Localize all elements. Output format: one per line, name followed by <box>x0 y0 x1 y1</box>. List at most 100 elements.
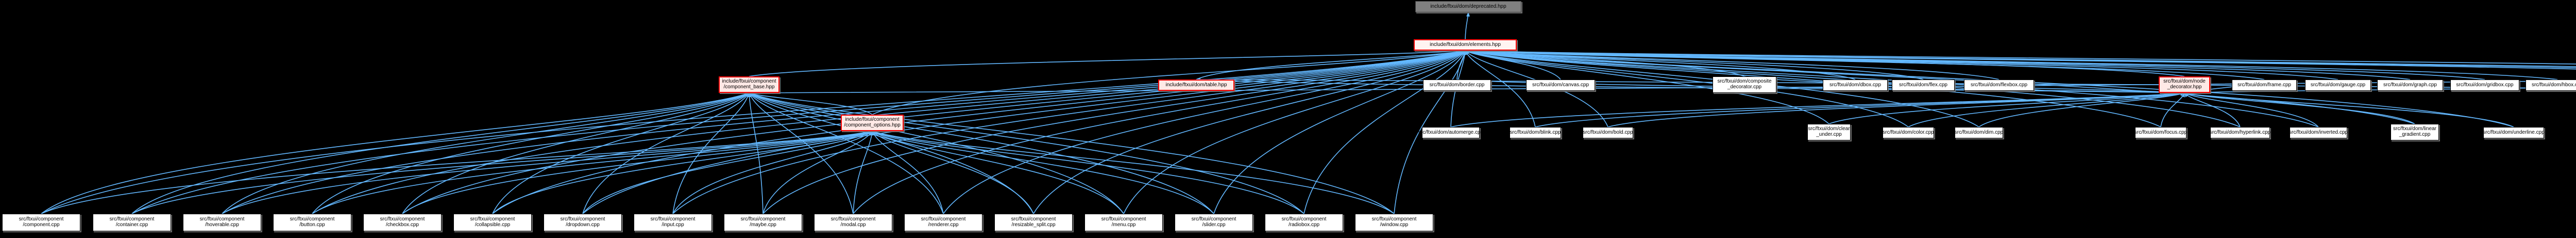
graph-node-comp_slider[interactable]: src/ftxui/component /slider.cpp <box>1175 214 1253 231</box>
graph-node-table[interactable]: include/ftxui/dom/table.hpp <box>1158 80 1234 91</box>
graph-node-dom_composite[interactable]: src/ftxui/dom/composite _decorator.cpp <box>1713 76 1776 93</box>
edge-comp_renderer-to-component_base <box>749 92 944 214</box>
edge-comp_input-to-elements <box>672 50 1466 214</box>
graph-node-dom_automerge[interactable]: src/ftxui/dom/automerge.cpp <box>1418 127 1483 138</box>
edge-comp_menu-to-component_base <box>749 92 1124 214</box>
edge-elements-to-deprecated <box>1465 12 1470 40</box>
edge-dom_reflect-to-elements <box>1465 49 2576 69</box>
edge-comp_button-to-elements <box>312 50 1466 214</box>
edge-comp_slider-to-component_options <box>872 131 1214 214</box>
edge-comp_collapsible-to-component_options <box>492 131 873 214</box>
edge-comp_dropdown-to-elements <box>582 50 1466 214</box>
edge-screen_interactive-to-elements <box>1465 49 2576 65</box>
graph-node-comp_hoverable[interactable]: src/ftxui/component /hoverable.cpp <box>183 214 261 231</box>
edge-comp_menu-to-component_options <box>872 131 1124 214</box>
graph-node-dom_bold[interactable]: src/ftxui/dom/bold.cpp <box>1583 127 1633 138</box>
edge-dom_hyperlink-to-node_decorator <box>2184 92 2241 128</box>
edge-table-to-elements <box>1196 50 1466 80</box>
graph-node-dom_underline[interactable]: src/ftxui/dom/underline.cpp <box>2483 127 2545 138</box>
edge-comp_container-to-elements <box>131 50 1466 214</box>
edge-dom_color-to-node_decorator <box>1908 92 2185 128</box>
edge-dom_graph-to-elements <box>1465 49 2411 80</box>
edge-dom_hbox-to-elements <box>1465 49 2558 80</box>
graph-node-dom_frame[interactable]: src/ftxui/dom/frame.cpp <box>2232 80 2297 91</box>
graph-node-component_base[interactable]: include/ftxui/component /component_base.… <box>719 76 779 93</box>
graph-node-dom_hyperlink[interactable]: src/ftxui/dom/hyperlink.cpp <box>2210 127 2270 138</box>
graph-node-comp_window[interactable]: src/ftxui/component /window.cpp <box>1355 214 1433 231</box>
graph-node-comp_renderer[interactable]: src/ftxui/component /renderer.cpp <box>904 214 982 231</box>
edge-comp_maybe-to-component_options <box>762 131 873 214</box>
edge-comp_maybe-to-component_base <box>747 92 764 214</box>
edge-component_base-to-elements <box>749 49 1466 77</box>
graph-node-dom_color[interactable]: src/ftxui/dom/color.cpp <box>1883 127 1934 138</box>
graph-node-deprecated[interactable]: include/ftxui/dom/deprecated.hpp <box>1415 1 1521 12</box>
graph-node-comp_collapsible[interactable]: src/ftxui/component /collapsible.cpp <box>453 214 532 231</box>
graph-node-comp_checkbox[interactable]: src/ftxui/component /checkbox.cpp <box>363 214 442 231</box>
edge-comp_radiobox-to-component_base <box>749 92 1304 214</box>
graph-node-dom_clear_under[interactable]: src/ftxui/dom/clear _under.cpp <box>1807 124 1851 140</box>
edge-comp_radiobox-to-component_options <box>872 131 1304 214</box>
graph-node-dom_canvas[interactable]: src/ftxui/dom/canvas.cpp <box>1526 80 1595 91</box>
graph-node-comp_button[interactable]: src/ftxui/component /button.cpp <box>273 214 351 231</box>
edge-dom_blink-to-node_decorator <box>1535 91 2185 128</box>
graph-node-dom_inverted[interactable]: src/ftxui/dom/inverted.cpp <box>2289 127 2348 138</box>
edge-comp_button-to-component_base <box>312 92 750 214</box>
graph-node-dom_hbox[interactable]: src/ftxui/dom/hbox.cpp <box>2526 80 2576 91</box>
edge-comp_slider-to-component_base <box>749 92 1214 214</box>
edge-comp_renderer-to-component_options <box>872 131 944 214</box>
graph-node-component_options[interactable]: include/ftxui/component /component_optio… <box>841 115 904 131</box>
edge-dom_flex-to-elements <box>1465 49 1924 80</box>
edge-dom_paragraph-to-elements <box>1465 49 2576 70</box>
graph-node-comp_radiobox[interactable]: src/ftxui/component /radiobox.cpp <box>1265 214 1343 231</box>
graph-node-dom_linear_gradient[interactable]: src/ftxui/dom/linear _gradient.cpp <box>2391 124 2439 140</box>
edge-table-to-node_decorator <box>1196 79 2185 95</box>
edge-comp_window-to-component_base <box>749 92 1395 214</box>
graph-node-dom_focus[interactable]: src/ftxui/dom/focus.cpp <box>2134 127 2187 138</box>
edge-component_options-to-component_base <box>749 92 873 115</box>
graph-node-comp_component[interactable]: src/ftxui/component /component.cpp <box>2 214 80 231</box>
edge-comp_resizable-to-component_options <box>872 131 1034 214</box>
graph-node-comp_resizable[interactable]: src/ftxui/component /resizable_split.cpp <box>994 214 1073 231</box>
edge-dom_frame-to-elements <box>1465 49 2265 80</box>
graph-node-dom_flex[interactable]: src/ftxui/dom/flex.cpp <box>1892 80 1955 91</box>
edge-comp_checkbox-to-component_options <box>402 131 873 214</box>
graph-node-dom_dbox[interactable]: src/ftxui/dom/dbox.cpp <box>1823 80 1888 91</box>
edge-comp_window-to-component_options <box>872 131 1395 214</box>
edge-dom_gauge-to-elements <box>1465 49 2338 80</box>
edge-comp_component-to-elements <box>41 50 1466 214</box>
edge-comp_button-to-component_options <box>312 130 873 214</box>
edge-node_decorator-to-elements <box>1465 49 2185 77</box>
graph-node-dom_gauge[interactable]: src/ftxui/dom/gauge.cpp <box>2305 80 2371 91</box>
graph-node-dom_graph[interactable]: src/ftxui/dom/graph.cpp <box>2377 80 2443 91</box>
graph-node-dom_dim[interactable]: src/ftxui/dom/dim.cpp <box>1955 127 2003 138</box>
graph-node-comp_menu[interactable]: src/ftxui/component /menu.cpp <box>1084 214 1163 231</box>
edge-comp_resizable-to-component_base <box>749 92 1034 214</box>
graph-node-dom_blink[interactable]: src/ftxui/dom/blink.cpp <box>1510 127 1561 138</box>
graph-node-dom_border[interactable]: src/ftxui/dom/border.cpp <box>1423 80 1491 91</box>
graph-node-comp_input[interactable]: src/ftxui/component /input.cpp <box>634 214 712 231</box>
edge-dom_bold-to-node_decorator <box>1607 91 2185 128</box>
edge-comp_modal-to-component_options <box>853 131 874 214</box>
edge-comp_container-to-component_base <box>131 92 750 214</box>
edge-dom_composite-to-elements <box>1465 50 1745 77</box>
edge-dom_gridbox-to-elements <box>1465 49 2485 80</box>
graph-node-node_decorator[interactable]: src/ftxui/dom/node _decorator.hpp <box>2159 76 2210 93</box>
graph-node-comp_maybe[interactable]: src/ftxui/component /maybe.cpp <box>724 214 802 231</box>
graph-node-dom_gridbox[interactable]: src/ftxui/dom/gridbox.cpp <box>2450 80 2519 91</box>
graph-node-elements[interactable]: include/ftxui/dom/elements.hpp <box>1414 39 1517 51</box>
graph-node-comp_modal[interactable]: src/ftxui/component /modal.cpp <box>814 214 892 231</box>
edge-comp_hoverable-to-component_base <box>222 92 750 214</box>
graph-node-dom_flexbox[interactable]: src/ftxui/dom/flexbox.cpp <box>1964 80 2034 91</box>
edge-comp_hoverable-to-component_options <box>222 130 873 214</box>
edge-comp_renderer-to-elements <box>943 50 1466 214</box>
edge-dom_border-to-elements <box>1456 50 1467 80</box>
graph-node-comp_container[interactable]: src/ftxui/component /container.cpp <box>93 214 171 231</box>
edge-comp_menu-to-elements <box>1123 50 1466 214</box>
edge-dom_automerge-to-node_decorator <box>1450 91 2185 128</box>
graph-node-comp_dropdown[interactable]: src/ftxui/component /dropdown.cpp <box>544 214 622 231</box>
edge-comp_collapsible-to-elements <box>492 50 1466 214</box>
edge-comp_input-to-component_options <box>672 131 873 214</box>
edge-dom_focus-to-node_decorator <box>2160 92 2185 128</box>
